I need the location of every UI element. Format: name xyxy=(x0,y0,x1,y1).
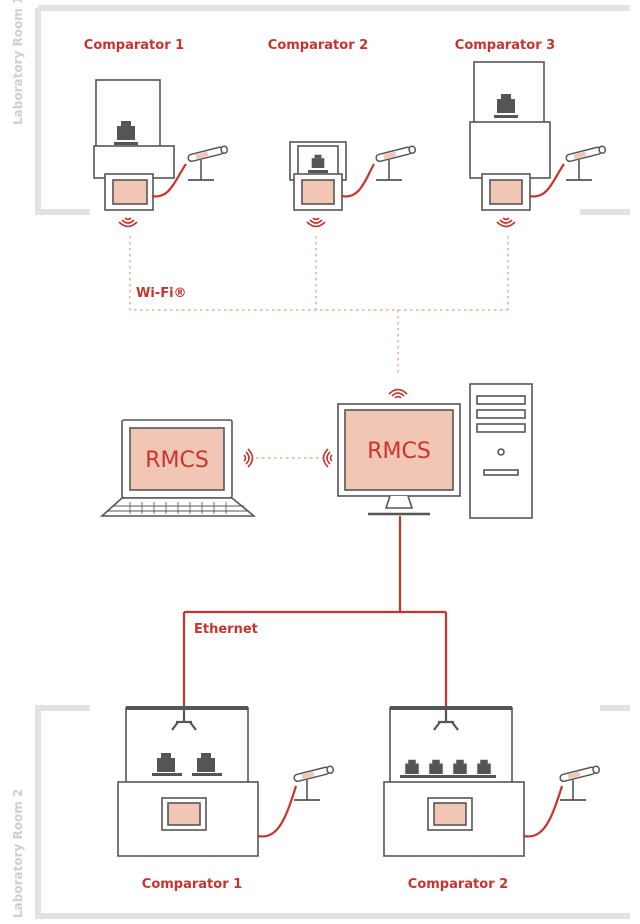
wifi-icon xyxy=(388,388,408,399)
display-screen xyxy=(489,179,523,205)
room1-border xyxy=(35,5,630,215)
microphone-icon xyxy=(558,764,601,801)
display-screen xyxy=(433,802,467,826)
ethernet-label: Ethernet xyxy=(194,622,258,637)
room1-comparator1-label: Comparator 1 xyxy=(84,38,184,53)
wifi-network-lines xyxy=(129,236,509,459)
room1-comparator3-label: Comparator 3 xyxy=(455,38,555,53)
laptop xyxy=(99,419,257,517)
laptop-screen xyxy=(129,427,225,491)
room2-border xyxy=(35,705,630,919)
room2-comparator2-label: Comparator 2 xyxy=(408,877,508,892)
desktop-computer xyxy=(322,383,533,519)
room1-comparator3 xyxy=(469,61,607,228)
display-screen xyxy=(112,179,148,205)
wifi-icon xyxy=(118,217,138,228)
wifi-label: Wi-Fi® xyxy=(136,286,187,301)
microphone-icon xyxy=(564,144,607,181)
wifi-icon xyxy=(243,448,254,468)
tower xyxy=(469,383,533,519)
microphone-icon xyxy=(186,144,229,181)
room1-comparator1 xyxy=(93,79,229,228)
room2-comparator1 xyxy=(117,706,335,857)
monitor-screen xyxy=(344,409,454,491)
room1-comparator2-label: Comparator 2 xyxy=(268,38,368,53)
laptop-rmcs-label: RMCS xyxy=(145,448,209,473)
ethernet-lines xyxy=(182,516,448,706)
room1-comparator2 xyxy=(289,141,417,228)
desktop-rmcs-label: RMCS xyxy=(367,439,431,464)
microphone-icon xyxy=(292,764,335,801)
room1-label: Laboratory Room 1 xyxy=(11,0,25,125)
room2-comparator1-label: Comparator 1 xyxy=(142,877,242,892)
room2-comparator2 xyxy=(383,706,601,857)
room2-label: Laboratory Room 2 xyxy=(11,789,25,918)
display-screen xyxy=(301,179,335,205)
display-screen xyxy=(167,802,201,826)
wifi-icon xyxy=(306,217,326,228)
wifi-icon xyxy=(496,217,516,228)
microphone-icon xyxy=(374,144,417,181)
wifi-icon xyxy=(322,448,333,468)
